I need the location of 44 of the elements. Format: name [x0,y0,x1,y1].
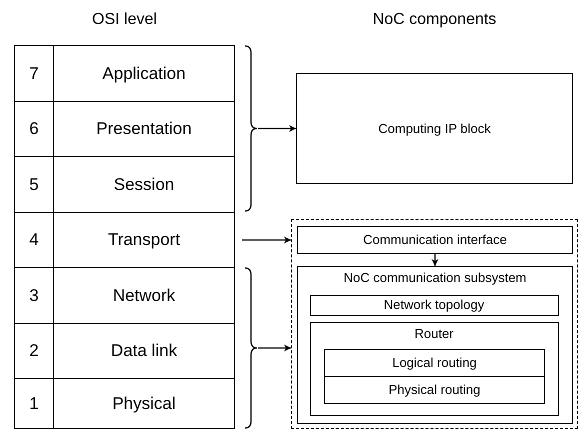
box-label: Logical routing [392,355,477,371]
layer-row [14,156,235,213]
curly-brace [244,267,258,429]
arrow [242,236,291,244]
layer-row [14,212,235,268]
component-box [324,376,545,404]
layer-row [14,378,235,429]
component-box [297,226,573,254]
layer-name: Session [114,174,174,196]
component-box [296,73,573,184]
group-box [310,322,558,416]
layer-number: 6 [29,118,39,140]
layer-number: 7 [29,62,39,85]
group-box [297,266,573,424]
column-heading: NoC components [372,10,496,30]
layer-name: Presentation [96,118,192,140]
layer-name: Application [102,62,186,85]
arrow [432,254,438,266]
layer-number: 4 [29,229,39,252]
group-heading: NoC communication subsystem [344,270,526,286]
column-heading: OSI level [92,10,157,30]
box-label: Physical routing [388,382,480,398]
curly-brace [244,45,258,212]
box-label: Computing IP block [378,120,491,136]
layer-name: Network [112,284,176,307]
component-box [324,349,545,377]
component-box [310,294,558,316]
arrow [258,125,296,132]
layer-number: 5 [29,174,39,196]
layer-name: Physical [112,392,176,415]
layer-row [14,322,235,380]
layer-row [14,100,235,158]
layer-number: 3 [29,284,39,307]
layer-number: 2 [29,340,39,362]
layer-row [14,267,235,324]
box-label: Network topology [384,297,484,313]
dashed-container [291,219,578,429]
layer-name: Transport [108,229,180,252]
box-label: Communication interface [363,232,507,248]
group-heading: Router [414,326,454,342]
layer-number: 1 [29,392,39,415]
arrow [258,344,291,352]
layer-row [14,45,235,102]
layer-name: Data link [110,340,178,362]
